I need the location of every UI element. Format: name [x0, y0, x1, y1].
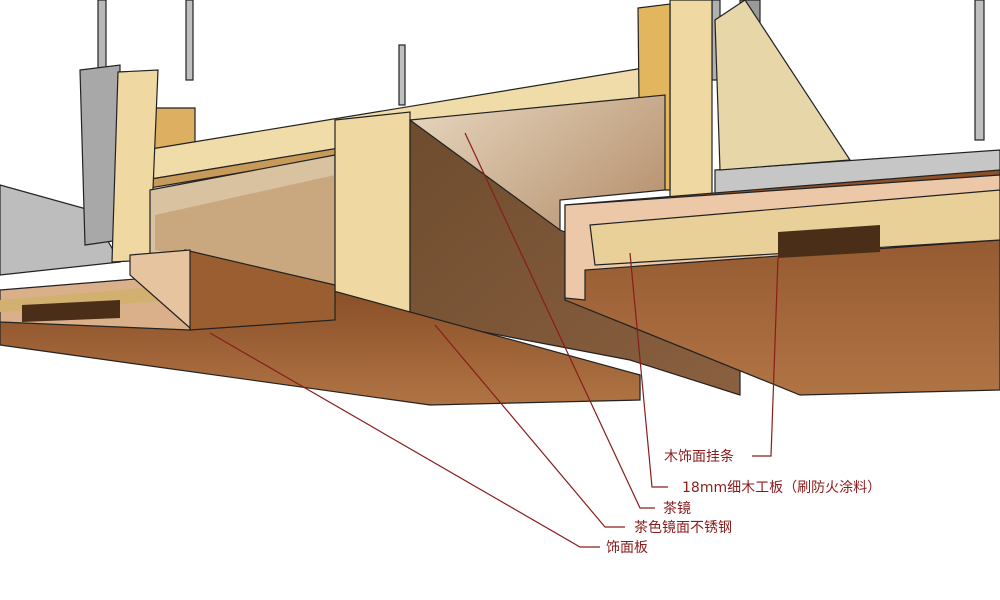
- label-tea-stainless: 茶色镜面不锈钢: [634, 519, 732, 536]
- leader-lines: [209, 132, 779, 548]
- wood-hanging-strip: [778, 225, 880, 258]
- label-wood-hanging-strip: 木饰面挂条: [664, 448, 734, 465]
- label-tea-mirror: 茶镜: [663, 501, 691, 517]
- back-plywood-panel: [714, 0, 852, 171]
- label-veneer-panel: 饰面板: [606, 540, 648, 556]
- central-plywood-column: [334, 111, 411, 319]
- plywood-post-right: [669, 0, 713, 216]
- label-blockboard: 18mm细木工板（刷防火涂料）: [682, 480, 881, 496]
